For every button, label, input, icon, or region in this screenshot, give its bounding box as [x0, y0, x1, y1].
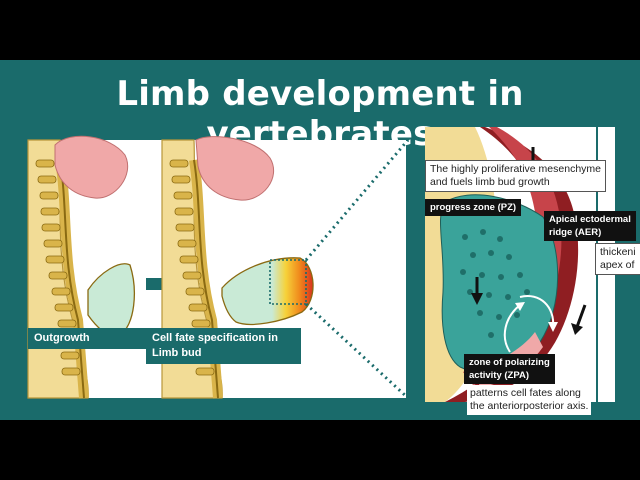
embryo-specification [161, 136, 314, 399]
progress-zone-label: progress zone (PZ) [425, 199, 522, 216]
aer-label: Apical ectodermal ridge (AER) [544, 211, 636, 241]
stage-label-specification: Cell fate specification in Limb bud [146, 328, 301, 364]
stage-label-outgrowth: Outgrowth [28, 328, 148, 349]
mesenchyme-note: The highly proliferative mesenchyme and … [425, 160, 606, 192]
zpa-label: zone of polarizing activity (ZPA) [464, 354, 555, 384]
zpa-note: patterns cell fates along the anteriorpo… [467, 385, 592, 415]
aer-note: thickeni apex of [595, 243, 640, 275]
page-title: Limb development in vertebrates [116, 74, 524, 154]
embryo-outgrowth [27, 135, 135, 399]
video-frame: Limb development in vertebrates [0, 60, 640, 420]
zoom-region [269, 259, 307, 305]
